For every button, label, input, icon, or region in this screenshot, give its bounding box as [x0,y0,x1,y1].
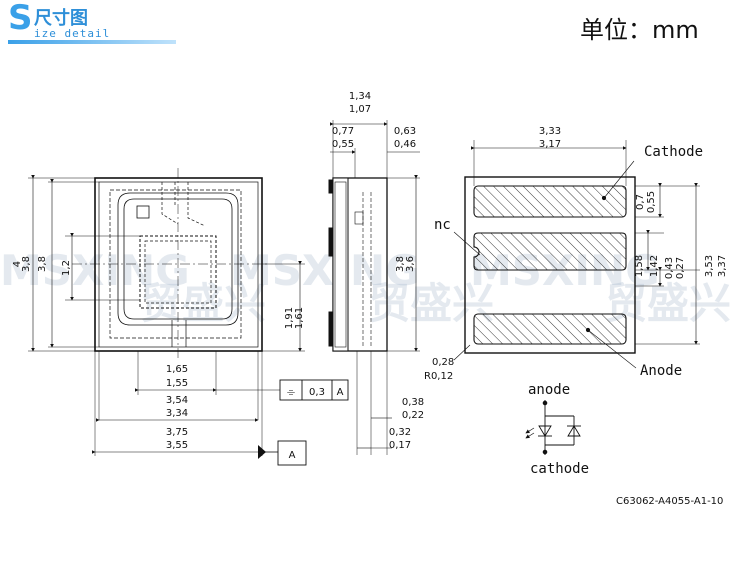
dim-pad-gap-max: 0,7 [635,194,646,210]
led-schematic [525,400,581,455]
flatness-value: 0,3 [309,387,325,398]
dim-side-left-min: 0,55 [332,139,354,150]
dim-side-bottom1-min: 0,22 [402,410,424,421]
dim-center-min: 1,42 [649,255,660,277]
dim-bottom-width-min: 3,17 [539,139,561,150]
label-cathode: Cathode [644,144,703,160]
size-detail-badge: S 尺寸图 ize detail [8,0,176,44]
dim-gap2-min: 0,27 [675,257,686,279]
dim-outer-width-min: 3,55 [166,440,188,451]
watermark-cn-1: 贸盛兴 [140,279,266,328]
dim-radius-top: 0,28 [432,357,454,368]
dim-total-max: 3,53 [704,255,715,277]
dim-pad-height-min: 1,61 [294,307,305,329]
dim-outer-width-max: 3,75 [166,427,188,438]
dim-side-total-max: 1,34 [349,91,371,102]
front-package-inner [98,181,259,348]
dim-mid-width-min: 3,34 [166,408,188,419]
dim-inner-width-min: 1,55 [166,378,188,389]
dim-side-height-min: 3,6 [405,256,416,272]
part-number: C63062-A4055-A1-10 [616,496,723,507]
bottom-leads [171,320,187,347]
dim-pad-height-max: 1,91 [284,307,295,329]
dim-mid-width-max: 3,54 [166,395,188,406]
side-view [328,120,420,455]
dim-inner-width-max: 1,65 [166,364,188,375]
label-anode: Anode [640,363,682,379]
lead-frame-outer [117,192,239,326]
dim-front-height-min: 3,8 [21,256,32,272]
dim-side-left-max: 0,77 [332,126,354,137]
dim-front-inner-height: 1,2 [61,260,72,276]
front-package-outline [94,177,263,352]
side-lens-inner [334,181,347,348]
title-chinese: 尺寸图 [34,8,88,29]
cathode-pad [473,185,627,218]
dim-pad-gap-min: 0,55 [646,191,657,213]
front-view [28,168,305,456]
dim-total-min: 3,37 [717,255,728,277]
side-tab-3 [328,311,334,347]
title-english: ize detail [34,27,111,40]
side-tab-2 [328,227,334,257]
esd-diode-die [136,205,150,219]
dim-gap2-max: 0,43 [664,257,675,279]
unit-label: 单位：mm [580,16,699,44]
anode-pad [473,313,627,345]
dim-radius-bottom: R0,12 [424,371,453,382]
schematic-anode-label: anode [528,382,570,398]
dim-side-bottom2-max: 0,32 [389,427,411,438]
datum-label: A [289,450,296,461]
datum-triangle [258,445,266,459]
header: S 尺寸图 ize detail 单位：mm [0,0,750,50]
dim-side-bottom2-min: 0,17 [389,440,411,451]
side-chip [354,211,364,225]
datum-box: A [277,440,307,466]
flatness-symbol: ⌯ [287,387,295,398]
esd-diode-symbol [567,425,581,437]
logo-letter: S [8,0,33,38]
flatness-datum: A [337,387,344,398]
flatness-frame: ⌯ 0,3 A [279,379,349,401]
lead-frame-inner [123,198,233,320]
dim-side-height-max: 3,8 [395,256,406,272]
dim-side-bottom1-max: 0,38 [402,397,424,408]
schematic-cathode-label: cathode [530,461,589,477]
label-nc: nc [434,217,451,233]
led-symbol [538,425,552,437]
dim-side-total-min: 1,07 [349,104,371,115]
watermark-cn-2: 贸盛兴 [368,279,494,328]
dim-side-right-min: 0,46 [394,139,416,150]
dim-side-right-max: 0,63 [394,126,416,137]
bottom-outline [464,176,636,354]
side-tab-1 [328,179,334,194]
dim-front-height-max: 4 [12,261,23,267]
thermal-pad [473,232,627,271]
title-underline [8,40,176,44]
dim-bottom-width-max: 3,33 [539,126,561,137]
bottom-view [453,140,700,369]
top-leads [161,182,206,227]
dim-center-max: 1,58 [634,255,645,277]
dim-front-height-1: 3,8 [37,256,48,272]
